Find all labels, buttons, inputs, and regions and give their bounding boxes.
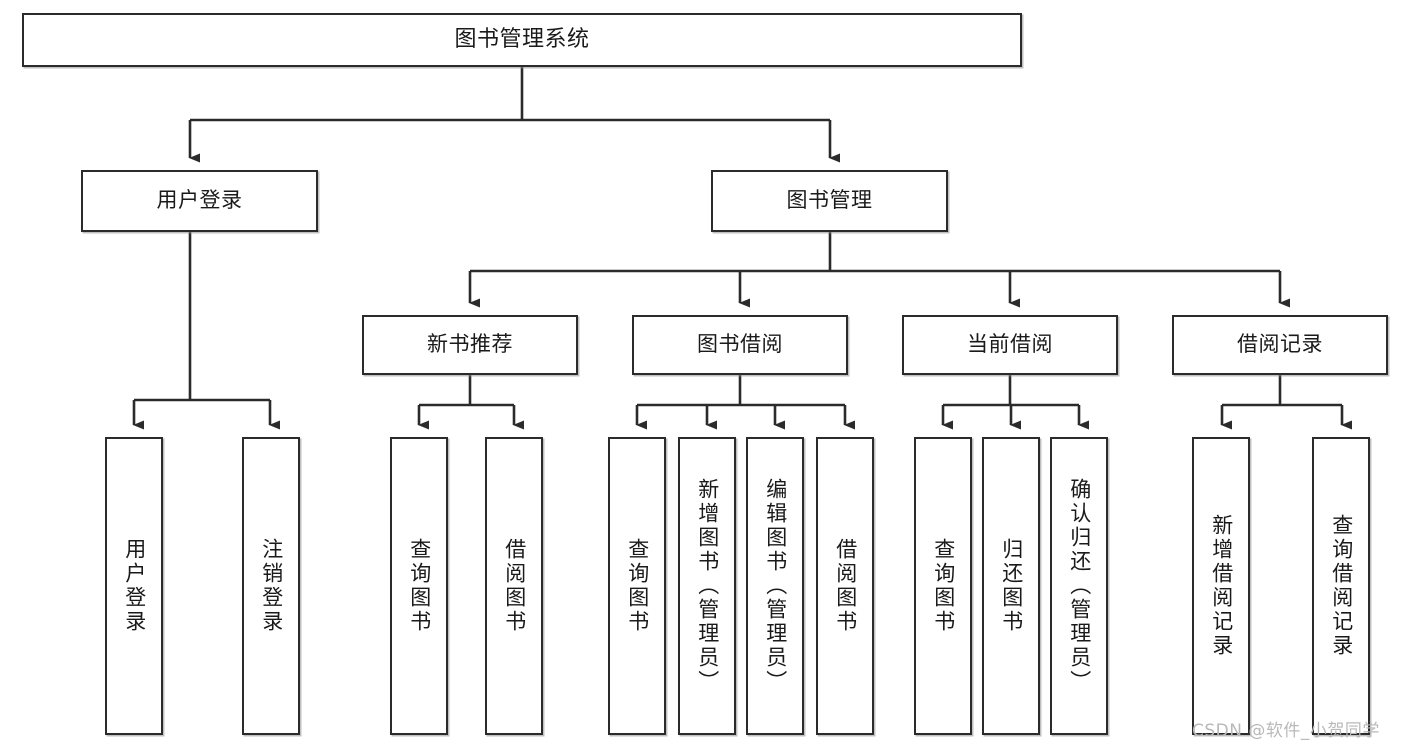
node-label: 图书借阅 [697,332,783,357]
node-label: 图书管理系统 [454,26,590,52]
node-label: 查询图书 [931,538,956,634]
leaf-current-borrow-return[interactable]: 归还图书 [982,437,1040,735]
node-label: 用户登录 [156,188,243,213]
leaf-new-book-borrow[interactable]: 借阅图书 [485,437,543,735]
node-label: 查询图书 [407,538,432,634]
node-label: 借阅图书 [502,538,527,634]
node-label: 编辑图书（管理员） [763,478,788,694]
node-new-book-recommend[interactable]: 新书推荐 [362,315,578,375]
node-label: 注销登录 [259,538,284,634]
node-current-borrow[interactable]: 当前借阅 [902,315,1118,375]
leaf-borrow-record-add[interactable]: 新增借阅记录 [1192,437,1250,735]
node-label: 新书推荐 [427,332,513,357]
node-label: 用户登录 [122,538,147,634]
node-label: 归还图书 [999,538,1024,634]
node-label: 借阅图书 [833,538,858,634]
leaf-new-book-query[interactable]: 查询图书 [390,437,448,735]
node-label: 新增图书（管理员） [695,478,720,694]
leaf-current-borrow-confirm-return[interactable]: 确认归还（管理员） [1050,437,1108,735]
node-book-management[interactable]: 图书管理 [711,170,948,232]
node-user-login[interactable]: 用户登录 [81,170,318,232]
node-label: 借阅记录 [1237,332,1323,357]
leaf-book-borrow-lend[interactable]: 借阅图书 [816,437,874,735]
leaf-user-login-signout[interactable]: 注销登录 [242,437,300,735]
node-label: 查询图书 [625,538,650,634]
leaf-book-borrow-add[interactable]: 新增图书（管理员） [678,437,736,735]
node-label: 图书管理 [786,188,873,213]
leaf-current-borrow-query[interactable]: 查询图书 [914,437,972,735]
node-label: 确认归还（管理员） [1067,478,1092,694]
csdn-watermark: CSDN @软件_小贺同学 [1192,721,1380,741]
leaf-borrow-record-query[interactable]: 查询借阅记录 [1312,437,1370,735]
leaf-book-borrow-query[interactable]: 查询图书 [608,437,666,735]
node-root-book-management-system[interactable]: 图书管理系统 [22,13,1022,67]
node-label: 查询借阅记录 [1329,514,1354,658]
node-borrow-record[interactable]: 借阅记录 [1172,315,1388,375]
leaf-user-login-signin[interactable]: 用户登录 [105,437,163,735]
node-label: 新增借阅记录 [1209,514,1234,658]
leaf-book-borrow-edit[interactable]: 编辑图书（管理员） [746,437,804,735]
node-label: 当前借阅 [967,332,1053,357]
node-book-borrow[interactable]: 图书借阅 [632,315,848,375]
